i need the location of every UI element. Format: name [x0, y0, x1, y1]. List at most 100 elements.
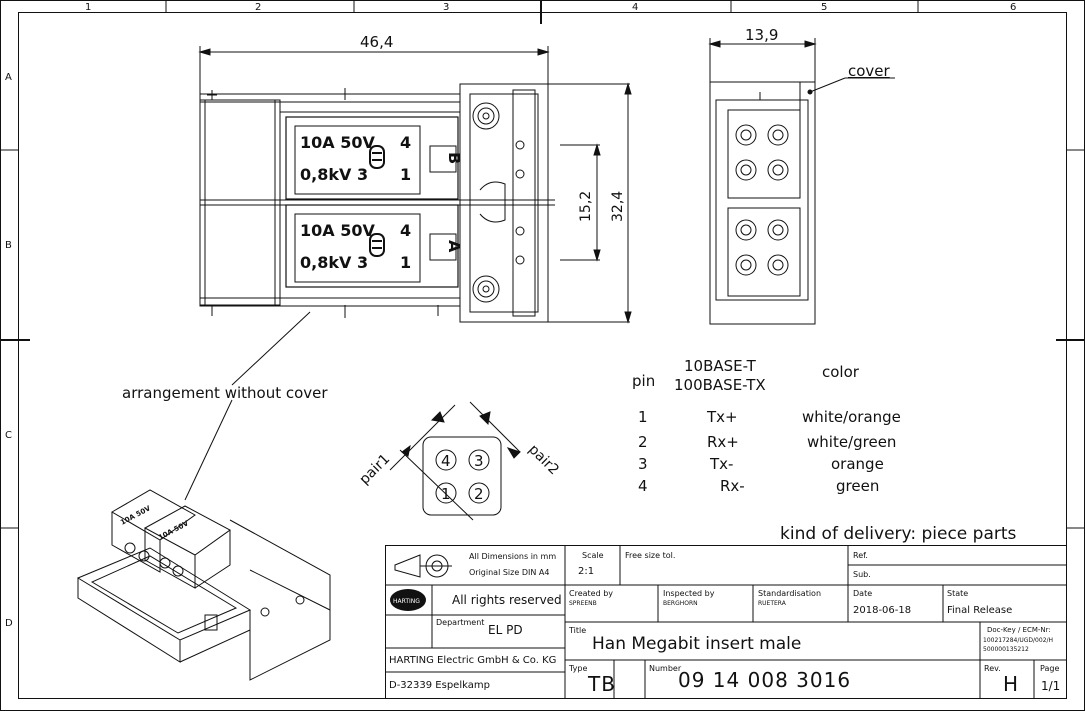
harting-logo-text: HARTING: [393, 598, 420, 605]
revision-value: H: [1003, 672, 1020, 696]
number-value: 09 14 008 3016: [678, 668, 852, 692]
standardisation-label: Standardisation: [758, 589, 822, 598]
column-label: 5: [821, 2, 827, 13]
state-label: State: [947, 589, 969, 598]
pin-row-color: orange: [831, 455, 884, 473]
contact-number: 1: [441, 485, 451, 503]
inspected-label: Inspected by: [663, 589, 715, 598]
contact-number: 4: [441, 452, 451, 470]
pin-row-color: green: [836, 477, 880, 495]
dims-note-2: Original Size DIN A4: [469, 568, 550, 577]
date-label: Date: [853, 589, 873, 598]
number-label: Number: [649, 664, 682, 673]
module-rating-line2: 0,8kV 3: [300, 165, 368, 184]
title-label: Title: [569, 626, 587, 635]
module-letter: B: [445, 152, 464, 164]
scale-value: 2:1: [578, 566, 595, 577]
rights-text: All rights reserved: [452, 593, 562, 607]
color-header: color: [822, 363, 859, 381]
row-label: A: [5, 72, 12, 83]
state-value: Final Release: [947, 605, 1013, 616]
delivery-note: kind of delivery: piece parts: [780, 524, 1017, 544]
projection-symbol: [394, 554, 452, 578]
company-address: D-32339 Espelkamp: [389, 680, 490, 691]
pin-row-pin: 4: [638, 477, 648, 495]
isometric-view: [76, 489, 331, 681]
arrangement-label: arrangement without cover: [122, 384, 328, 402]
department-label: Department: [436, 618, 485, 627]
module-rating-line2: 0,8kV 3: [300, 253, 368, 272]
pin-row-signal: Tx+: [707, 408, 738, 426]
dims-note-1: All Dimensions in mm: [469, 552, 557, 561]
contact-number: 3: [474, 452, 484, 470]
revision-label: Rev.: [984, 664, 1001, 673]
side-view: [708, 38, 895, 325]
side-view-text: 13,9 cover: [745, 26, 891, 80]
title-value: Han Megabit insert male: [592, 634, 802, 654]
module-pin-high: 4: [400, 221, 411, 240]
svg-text:10A 50V: 10A 50V: [119, 504, 152, 527]
hrs-logo-mark: [369, 145, 385, 257]
column-label: 2: [255, 2, 261, 13]
grid-labels: 1 2 3 4 5 6 A B C D: [5, 2, 1016, 629]
pair2-label: pair2: [525, 442, 562, 479]
svg-text:10A 50V: 10A 50V: [157, 519, 190, 542]
title-block-grid: [385, 545, 1067, 699]
page-label: Page: [1040, 664, 1060, 673]
dockey-value-2: 500000135212: [983, 646, 1029, 653]
pin-row-signal: Rx-: [720, 477, 745, 495]
arrangement-leaders: [184, 311, 311, 501]
pin-row-pin: 1: [638, 408, 648, 426]
row-label: D: [5, 618, 13, 629]
column-label: 1: [85, 2, 91, 13]
module-rating-line1: 10A 50V: [300, 133, 375, 152]
side-width-dimension: 13,9: [745, 26, 778, 44]
front-view-text: 46,4 15,2 32,4 10A 50V 0,8kV 3 4 1 B 10A…: [300, 33, 626, 272]
ref-label: Ref.: [853, 551, 868, 560]
module-pin-high: 4: [400, 133, 411, 152]
dockey-label: Doc-Key / ECM-Nr:: [987, 626, 1051, 634]
column-label: 3: [443, 2, 449, 13]
created-value: SPREENB: [569, 600, 597, 607]
pin-row-color: white/orange: [802, 408, 901, 426]
width-dimension: 46,4: [360, 33, 393, 51]
height-dimension-outer: 32,4: [610, 191, 626, 222]
front-view: [198, 46, 632, 324]
module-pin-low: 1: [400, 253, 411, 272]
cover-label: cover: [848, 62, 891, 80]
pin-header: pin: [632, 372, 656, 390]
standard-header-2: 100BASE-TX: [674, 376, 766, 394]
inspected-value: BERGHORN: [663, 600, 698, 607]
created-label: Created by: [569, 589, 614, 598]
pin-row-pin: 2: [638, 433, 648, 451]
standard-header-1: 10BASE-T: [684, 357, 756, 375]
type-label: Type: [569, 664, 588, 673]
module-letter: A: [445, 240, 464, 253]
contact-number: 2: [474, 485, 484, 503]
pin-row-color: white/green: [807, 433, 897, 451]
pair1-label: pair1: [357, 451, 394, 488]
column-label: 6: [1010, 2, 1016, 13]
dockey-value-1: 100217284/UGD/002/H: [983, 637, 1054, 644]
row-label: C: [5, 430, 12, 441]
harting-logo: HARTING: [390, 589, 426, 611]
pin-row-signal: Rx+: [707, 433, 739, 451]
module-rating-line1: 10A 50V: [300, 221, 375, 240]
company-name: HARTING Electric GmbH & Co. KG: [389, 655, 557, 666]
type-value: TB: [588, 672, 616, 696]
date-value: 2018-06-18: [853, 605, 912, 616]
department-value: EL PD: [488, 623, 523, 637]
column-label: 4: [632, 2, 638, 13]
row-label: B: [5, 240, 12, 251]
pinout-text: 4 3 1 2 pair1 pair2: [357, 442, 562, 503]
scale-label: Scale: [582, 551, 604, 560]
page-value: 1/1: [1041, 679, 1061, 693]
module-pin-low: 1: [400, 165, 411, 184]
tolerance-label: Free size tol.: [625, 551, 676, 560]
sub-label: Sub.: [853, 570, 871, 579]
pin-row-signal: Tx-: [710, 455, 734, 473]
standardisation-value: RUETERA: [758, 600, 786, 607]
pin-row-pin: 3: [638, 455, 648, 473]
height-dimension-inner: 15,2: [578, 191, 594, 222]
